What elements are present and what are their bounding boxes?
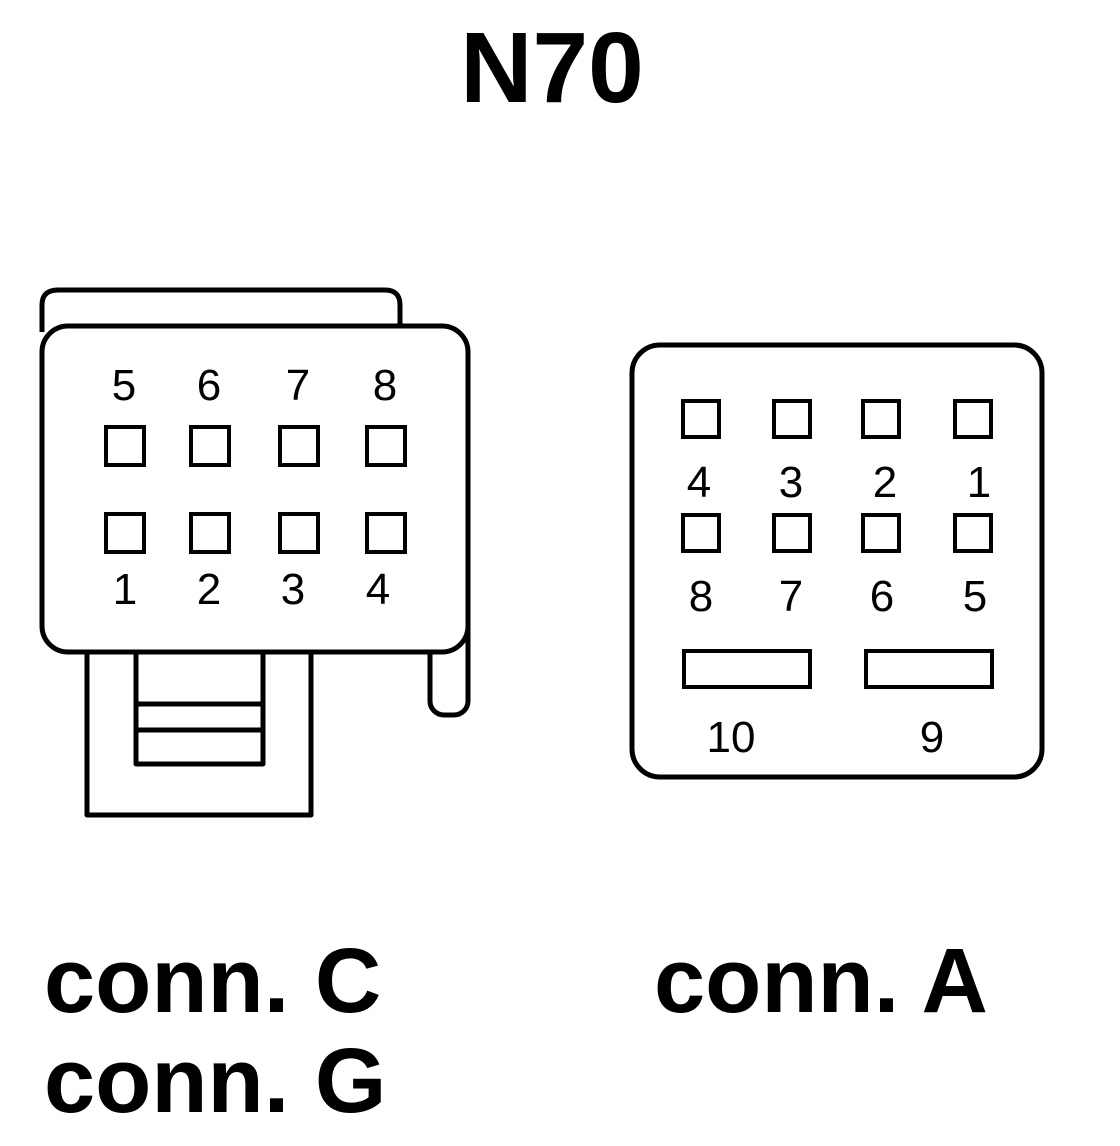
pin-square	[104, 425, 146, 467]
pin-square	[681, 399, 721, 439]
pin-label: 2	[197, 565, 221, 614]
pin-label: 6	[870, 572, 894, 621]
pin-square	[681, 513, 721, 553]
pin-label: 3	[779, 458, 803, 507]
pin-wide	[682, 649, 812, 689]
pin-square	[772, 513, 812, 553]
pin-label: 5	[963, 572, 987, 621]
pin-square	[278, 425, 320, 467]
pin-label: 5	[112, 361, 136, 410]
pin-square	[861, 399, 901, 439]
pin-label: 3	[281, 565, 305, 614]
pin-square	[861, 513, 901, 553]
connector-c-g: 5 6 7 8 1 2 3 4	[39, 287, 471, 818]
pin-square	[365, 425, 407, 467]
pin-square	[189, 512, 231, 554]
pin-square	[104, 512, 146, 554]
pin-label: 7	[286, 361, 310, 410]
pin-label: 10	[707, 713, 756, 762]
connector-face	[39, 323, 471, 655]
pin-square	[189, 425, 231, 467]
pin-label: 4	[366, 565, 390, 614]
pin-label: 7	[779, 572, 803, 621]
pin-label: 1	[113, 565, 137, 614]
connector-caption-c: conn. C	[44, 930, 381, 1032]
pin-label: 4	[687, 458, 711, 507]
pin-square	[772, 399, 812, 439]
pin-square	[278, 512, 320, 554]
pin-label: 2	[873, 458, 897, 507]
connector-back-tab	[39, 287, 403, 332]
connector-a: 4 3 2 1 8 7 6 5 10 9	[629, 342, 1045, 780]
pin-square	[953, 399, 993, 439]
connector-caption-g: conn. G	[44, 1030, 386, 1132]
pin-wide	[864, 649, 994, 689]
pin-label: 8	[373, 361, 397, 410]
pin-square	[953, 513, 993, 553]
pin-square	[365, 512, 407, 554]
diagram-title: N70	[460, 12, 643, 124]
pin-label: 6	[197, 361, 221, 410]
pin-label: 1	[967, 458, 991, 507]
connector-caption-a: conn. A	[654, 930, 988, 1032]
pin-label: 9	[920, 713, 944, 762]
pin-label: 8	[689, 572, 713, 621]
